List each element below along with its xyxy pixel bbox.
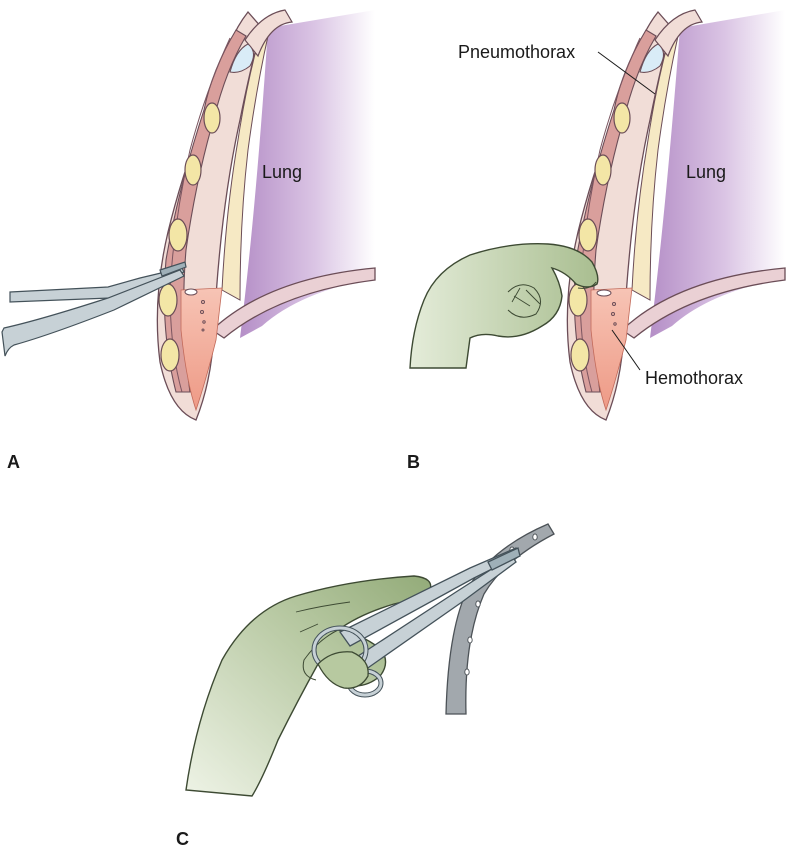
panel-label-b: B [407,452,420,472]
panel-a: Lung A [2,10,375,472]
panel-c: C [176,524,554,849]
chest-tube [446,524,554,714]
blood-surface-b [597,290,611,296]
pneumothorax-label: Pneumothorax [458,42,575,62]
lung-label-b: Lung [686,162,726,182]
thumb-c [318,652,368,689]
panel-b: Pneumothorax Lung Hemothorax B [407,10,785,472]
lung-label-a: Lung [262,162,302,182]
panel-label-c: C [176,829,189,849]
blood-surface-a [185,289,197,295]
hemothorax-label: Hemothorax [645,368,743,388]
panel-label-a: A [7,452,20,472]
